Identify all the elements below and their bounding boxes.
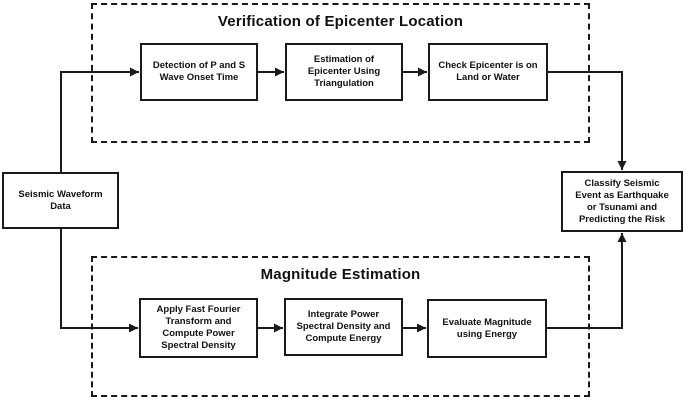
node-integrate-psd-compute-energy: Integrate Power Spectral Density and Com…: [284, 298, 403, 356]
node-epicenter-triangulation: Estimation of Epicenter Using Triangulat…: [285, 43, 403, 101]
connector-seismic-to-detection: [60, 67, 139, 172]
connector-seismic-to-fft: [60, 229, 138, 333]
group-magnitude-estimation: Magnitude Estimation: [91, 256, 590, 397]
connector-evaluate-to-classify: [547, 233, 627, 329]
group-title-magnitude: Magnitude Estimation: [260, 266, 421, 283]
node-evaluate-magnitude: Evaluate Magnitude using Energy: [427, 299, 547, 358]
node-classify-seismic-event: Classify Seismic Event as Earthquake or …: [561, 171, 683, 232]
group-title-verification: Verification of Epicenter Location: [217, 13, 464, 30]
node-check-epicenter-land-or-water: Check Epicenter is on Land or Water: [428, 43, 548, 101]
connector-check-to-classify: [548, 71, 627, 170]
node-fft-power-spectral-density: Apply Fast Fourier Transform and Compute…: [139, 298, 258, 358]
node-seismic-waveform-data: Seismic Waveform Data: [2, 172, 119, 229]
node-detection-p-s-wave-onset: Detection of P and S Wave Onset Time: [140, 43, 258, 101]
